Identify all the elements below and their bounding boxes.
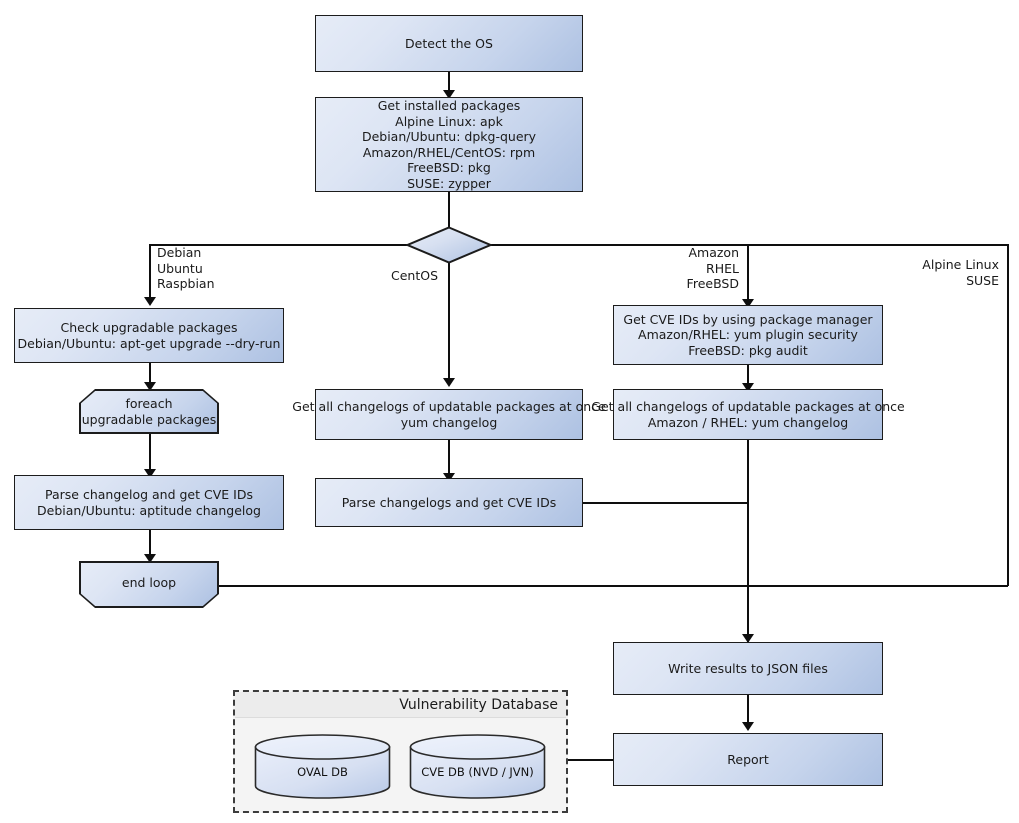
line-1: yum changelog bbox=[400, 414, 498, 430]
node-report-label: Report bbox=[727, 751, 769, 767]
line-1: Debian/Ubuntu: aptitude changelog bbox=[37, 502, 261, 518]
node-get-installed-packages-label: Get installed packages Alpine Linux: apk… bbox=[362, 98, 536, 191]
endloop-shape-fill bbox=[81, 563, 218, 607]
arrowhead-debian bbox=[144, 297, 156, 306]
node-parse-changelog-debian[interactable]: Parse changelog and get CVE IDs Debian/U… bbox=[14, 475, 284, 530]
edge-parse-centos-to-main bbox=[583, 502, 748, 504]
node-report[interactable]: Report bbox=[613, 733, 883, 786]
edge-decision-left-bus bbox=[149, 244, 411, 246]
node-detect-os-label: Detect the OS bbox=[405, 35, 493, 51]
node-foreach-loop-start[interactable]: foreach upgradable packages bbox=[79, 389, 219, 434]
node-parse-changelog-debian-label: Parse changelog and get CVE IDs Debian/U… bbox=[37, 487, 261, 518]
edge-main-trunk-down bbox=[747, 440, 749, 642]
edge-debian-down bbox=[149, 244, 151, 300]
node-foreach-loop-start-label: foreach upgradable packages bbox=[79, 389, 219, 434]
edge-centos-changelog-to-parse bbox=[448, 440, 450, 478]
node-end-loop-label: end loop bbox=[79, 561, 219, 608]
edge-label-alpine-line-1: SUSE bbox=[966, 272, 999, 288]
database-cve-label: CVE DB (NVD / JVN) bbox=[421, 764, 534, 779]
line-0: Get CVE IDs by using package manager bbox=[623, 311, 873, 327]
vulnerability-database-title: Vulnerability Database bbox=[235, 692, 566, 718]
line-2: Debian/Ubuntu: dpkg-query bbox=[361, 129, 537, 144]
line-5: SUSE: zypper bbox=[407, 175, 491, 191]
node-changelogs-centos[interactable]: Get all changelogs of updatable packages… bbox=[292, 389, 606, 440]
arrowhead-parse-deb bbox=[144, 469, 156, 478]
line-0: Parse changelog and get CVE IDs bbox=[45, 487, 253, 502]
edge-label-amazon-line-0: Amazon bbox=[688, 245, 739, 260]
arrowhead-write-json bbox=[742, 634, 754, 643]
edge-label-centos-line-0: CentOS bbox=[391, 268, 439, 283]
node-changelogs-rhel-label: Get all changelogs of updatable packages… bbox=[591, 399, 904, 430]
edge-foreach-to-parse bbox=[149, 434, 151, 474]
database-cve[interactable]: CVE DB (NVD / JVN) bbox=[409, 734, 546, 799]
edge-check-to-foreach bbox=[149, 363, 151, 388]
arrowhead-foreach bbox=[144, 382, 156, 391]
edge-label-debian-line-1: Ubuntu bbox=[157, 260, 203, 276]
line-2: FreeBSD: pkg audit bbox=[688, 342, 808, 358]
line-4: FreeBSD: pkg bbox=[407, 160, 491, 175]
end-loop-text: end loop bbox=[121, 575, 177, 590]
node-check-upgradable[interactable]: Check upgradable packages Debian/Ubuntu:… bbox=[14, 308, 284, 363]
node-end-loop[interactable]: end loop bbox=[79, 561, 219, 608]
edge-endloop-to-bus bbox=[219, 585, 1008, 587]
edge-vulndb-to-report bbox=[568, 759, 614, 761]
arrowhead-parse-centos bbox=[443, 473, 455, 482]
line-0: Get all changelogs of updatable packages… bbox=[292, 399, 606, 414]
edge-label-amazon-line-1: RHEL bbox=[706, 260, 739, 276]
line-3: Amazon/RHEL/CentOS: rpm bbox=[362, 144, 536, 160]
line-0: Get all changelogs of updatable packages… bbox=[591, 399, 905, 414]
edge-centos-down bbox=[448, 261, 450, 382]
edge-label-amazon-line-2: FreeBSD bbox=[686, 276, 739, 291]
arrowhead-report bbox=[742, 722, 754, 731]
node-get-installed-packages[interactable]: Get installed packages Alpine Linux: apk… bbox=[315, 97, 583, 192]
arrowhead-changelogs-rhel bbox=[742, 383, 754, 392]
edge-alpine-down bbox=[1007, 244, 1009, 586]
line-1: Debian/Ubuntu: apt-get upgrade --dry-run bbox=[17, 335, 281, 351]
database-oval[interactable]: OVAL DB bbox=[254, 734, 391, 799]
line-1: Amazon/RHEL: yum plugin security bbox=[638, 327, 858, 343]
vulnerability-database-group: Vulnerability Database OVAL D bbox=[233, 690, 568, 813]
node-changelogs-centos-label: Get all changelogs of updatable packages… bbox=[292, 399, 605, 430]
line-1: Alpine Linux: apk bbox=[395, 113, 503, 129]
arrowhead-endloop bbox=[144, 554, 156, 563]
node-parse-changelogs-centos-label: Parse changelogs and get CVE IDs bbox=[341, 494, 557, 510]
edge-label-debian: Debian Ubuntu Raspbian bbox=[157, 245, 215, 292]
edge-installed-to-decision bbox=[448, 192, 450, 229]
line-1: upgradable packages bbox=[81, 411, 217, 427]
database-oval-label: OVAL DB bbox=[297, 764, 348, 779]
edge-label-alpine: Alpine Linux SUSE bbox=[877, 257, 999, 288]
line-1: Amazon / RHEL: yum changelog bbox=[647, 414, 849, 430]
line-0: foreach bbox=[125, 395, 173, 411]
edge-parse-to-endloop bbox=[149, 530, 151, 559]
edge-label-debian-line-2: Raspbian bbox=[157, 276, 215, 291]
node-check-upgradable-label: Check upgradable packages Debian/Ubuntu:… bbox=[18, 320, 281, 351]
node-get-cve-pkgmgr[interactable]: Get CVE IDs by using package manager Ama… bbox=[613, 305, 883, 365]
arrowhead-installed bbox=[443, 90, 455, 99]
arrowhead-amazon bbox=[742, 299, 754, 308]
foreach-shape-fill bbox=[81, 391, 218, 433]
node-get-cve-pkgmgr-label: Get CVE IDs by using package manager Ama… bbox=[623, 312, 872, 359]
node-write-results-json[interactable]: Write results to JSON files bbox=[613, 642, 883, 695]
node-os-decision[interactable] bbox=[406, 226, 492, 264]
node-parse-changelogs-centos[interactable]: Parse changelogs and get CVE IDs bbox=[315, 478, 583, 527]
edge-amazon-down bbox=[747, 244, 749, 302]
edge-cve-to-changelogs bbox=[747, 365, 749, 390]
edge-detect-to-installed bbox=[448, 72, 450, 95]
edge-label-centos: CentOS bbox=[391, 268, 438, 284]
arrowhead-centos bbox=[443, 378, 455, 387]
edge-label-amazon: Amazon RHEL FreeBSD bbox=[627, 245, 739, 292]
line-0: Check upgradable packages bbox=[60, 320, 238, 335]
edge-label-alpine-line-0: Alpine Linux bbox=[922, 257, 999, 272]
edge-json-to-report bbox=[747, 695, 749, 727]
edge-label-debian-line-0: Debian bbox=[157, 245, 202, 260]
node-detect-os[interactable]: Detect the OS bbox=[315, 15, 583, 72]
node-write-results-json-label: Write results to JSON files bbox=[668, 660, 828, 676]
line-0: Get installed packages bbox=[377, 98, 521, 113]
node-changelogs-rhel[interactable]: Get all changelogs of updatable packages… bbox=[591, 389, 905, 440]
